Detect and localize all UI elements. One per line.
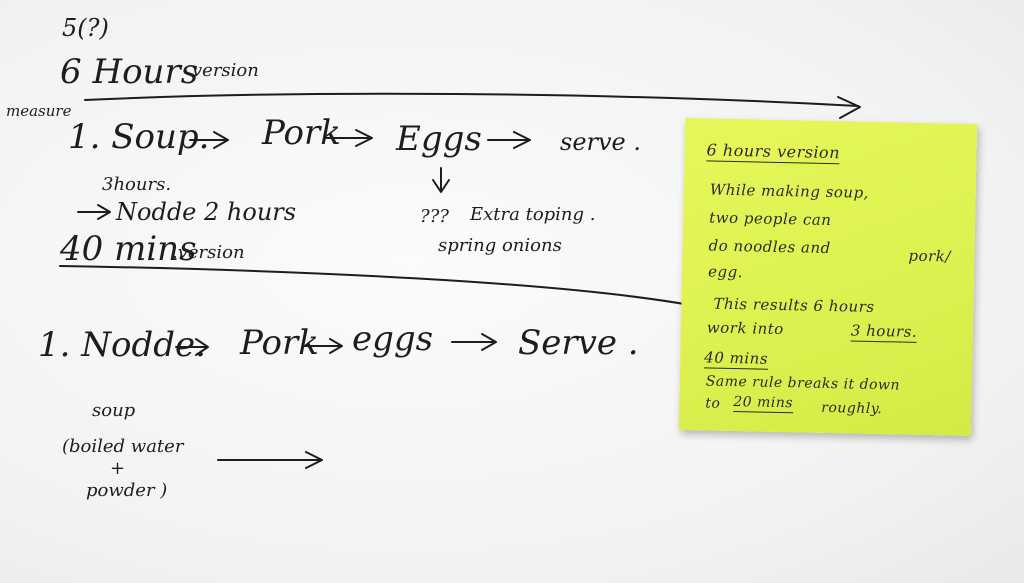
six-hours-version: version	[192, 60, 259, 81]
measure-label: measure	[6, 102, 72, 120]
sticky-line-2: two people can	[709, 208, 832, 230]
step-pork: Pork	[262, 113, 341, 153]
sticky-heading: 6 hours version	[706, 140, 841, 165]
sticky-line-7: Same rule breaks it down	[705, 373, 901, 394]
arrow-eggs-serve-2	[451, 333, 497, 351]
sticky-line-6b: 3 hours.	[850, 321, 918, 343]
step2-noodle: 1. Nodde.	[38, 325, 206, 365]
spring-onions: spring onions	[438, 235, 562, 256]
soup-plus: +	[110, 458, 126, 479]
step-eggs: Eggs	[396, 119, 482, 159]
sticky-line-8a: to	[705, 395, 721, 412]
sticky-heading-2: 40 mins	[704, 348, 769, 370]
forty-mins-title: 40 mins	[60, 229, 197, 269]
step-serve: serve .	[560, 128, 642, 156]
six-hours-title: 6 Hours	[60, 52, 199, 92]
long-arrow-line-top	[84, 92, 859, 107]
step-soup: 1. Soup.	[68, 117, 210, 157]
sticky-line-5: This results 6 hours	[713, 294, 875, 316]
sticky-line-3: do noodles and	[708, 236, 831, 258]
sticky-line-4: egg.	[707, 262, 744, 282]
soup-time: 3hours.	[102, 174, 172, 195]
long-line-40min	[59, 265, 691, 306]
sticky-line-6a: work into	[706, 318, 785, 339]
long-arrow-head-top	[837, 96, 861, 119]
top-note: 5(?)	[62, 14, 109, 42]
forty-mins-version: .version	[172, 242, 245, 263]
sticky-line-8c: roughly.	[821, 399, 883, 418]
step2-serve: Serve .	[518, 323, 639, 363]
noodle-time: Nodde 2 hours	[116, 198, 297, 226]
extra-topping: Extra toping .	[470, 204, 596, 225]
arrow-to-noodle	[77, 204, 111, 220]
step2-pork: Pork	[240, 323, 319, 363]
arrow-eggs-serve	[487, 131, 531, 149]
soup-label: soup	[92, 400, 136, 421]
extra-question: ???	[420, 206, 449, 227]
arrow-soup-pork	[189, 131, 229, 149]
sticky-line-8b: 20 mins	[733, 394, 794, 414]
sticky-line-1: While making soup,	[709, 180, 870, 202]
soup-detail-2: powder )	[86, 480, 168, 501]
arrow-pork-eggs-2	[304, 338, 343, 354]
sticky-line-3b: pork/	[908, 246, 952, 266]
arrow-eggs-down	[432, 167, 450, 193]
step2-eggs: eggs	[352, 319, 434, 359]
arrow-pork-eggs	[324, 129, 373, 147]
arrow-soup-right	[217, 451, 323, 469]
soup-detail-1: (boiled water	[62, 436, 184, 457]
sticky-note: 6 hours version While making soup, two p…	[678, 117, 978, 437]
arrow-noodle-pork	[175, 338, 209, 356]
